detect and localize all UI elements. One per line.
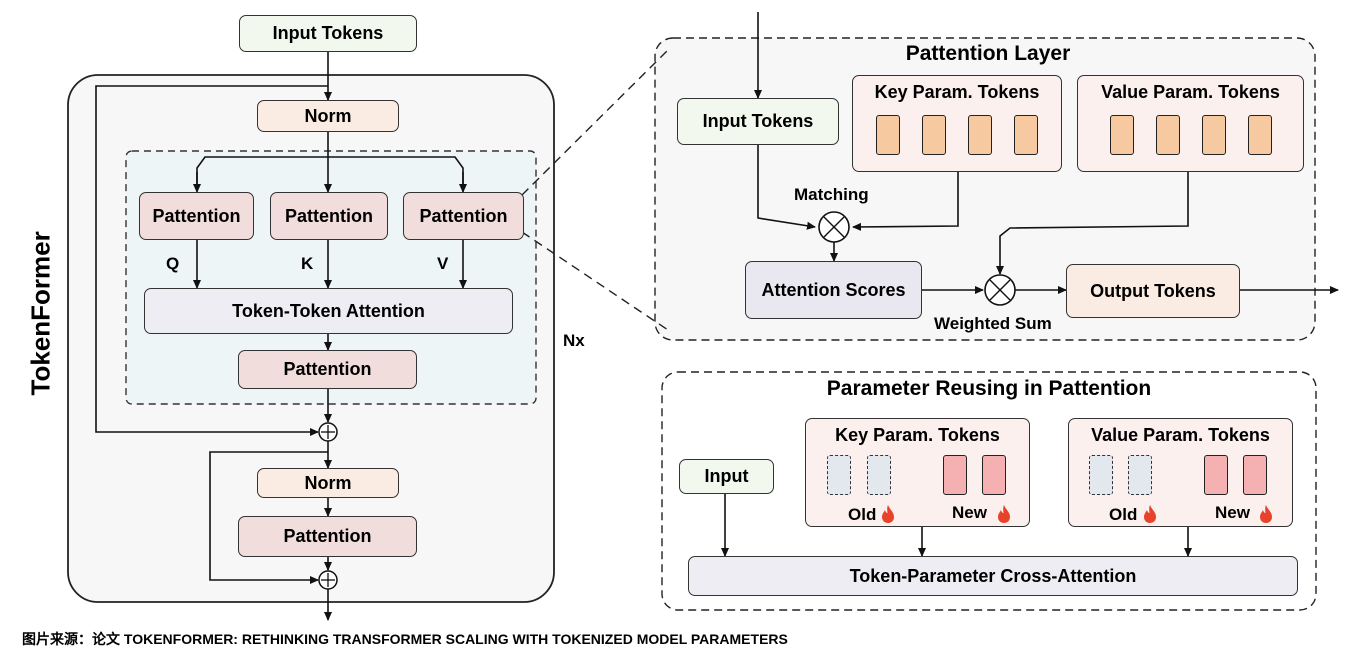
label-q: Q — [166, 254, 180, 273]
arrow-value-to-sum — [996, 172, 1189, 275]
matching-x2 — [823, 216, 845, 238]
reusing-value-param-label: Value Param. Tokens — [1091, 425, 1270, 445]
pattention-k-box: Pattention — [270, 192, 388, 240]
reusing-key-param-label: Key Param. Tokens — [835, 425, 1000, 445]
old-key-label: Old — [848, 505, 877, 524]
old-value-token-2 — [1128, 455, 1152, 495]
pattention-v-box: Pattention — [403, 192, 524, 240]
new-value-token-2 — [1243, 455, 1267, 495]
norm-box-2: Norm — [257, 468, 399, 498]
label-v: V — [437, 254, 449, 273]
fire-icon — [882, 505, 894, 523]
reusing-input-box: Input — [679, 459, 774, 494]
pattention-out-box: Pattention — [238, 350, 417, 389]
value-param-token-3 — [1202, 115, 1226, 155]
key-param-token-2 — [922, 115, 946, 155]
figure-caption: 图片来源：论文 TOKENFORMER: RETHINKING TRANSFOR… — [22, 631, 788, 647]
pattention-ffn-box: Pattention — [238, 516, 417, 557]
new-key-label: New — [952, 503, 987, 522]
weighted-sum-label: Weighted Sum — [934, 314, 1052, 333]
key-param-token-4 — [1014, 115, 1038, 155]
old-key-token-2 — [867, 455, 891, 495]
new-value-label: New — [1215, 503, 1250, 522]
fire-icon — [1260, 505, 1272, 523]
value-param-token-1 — [1110, 115, 1134, 155]
tokenformer-vertical-title: TokenFormer — [25, 231, 56, 396]
key-param-token-1 — [876, 115, 900, 155]
output-tokens-box: Output Tokens — [1066, 264, 1240, 318]
attention-scores-box: Attention Scores — [745, 261, 922, 319]
norm-box-1: Norm — [257, 100, 399, 132]
sum-x2 — [989, 279, 1011, 301]
old-key-token-1 — [827, 455, 851, 495]
token-token-attention-box: Token-Token Attention — [144, 288, 513, 334]
arrow-input-to-matching — [757, 145, 816, 230]
zoom-line-top — [521, 49, 669, 196]
repeat-label: Nx — [563, 331, 585, 350]
matching-label: Matching — [794, 185, 869, 204]
value-param-tokens-label: Value Param. Tokens — [1101, 82, 1280, 102]
label-k: K — [301, 254, 314, 273]
value-param-token-2 — [1156, 115, 1180, 155]
key-param-token-3 — [968, 115, 992, 155]
input-tokens-box: Input Tokens — [239, 15, 417, 52]
key-param-tokens-label: Key Param. Tokens — [874, 82, 1040, 102]
fire-icon — [1144, 505, 1156, 523]
value-param-token-4 — [1248, 115, 1272, 155]
parameter-reusing-title: Parameter Reusing in Pattention — [826, 377, 1152, 400]
old-value-label: Old — [1109, 505, 1138, 524]
layer-input-tokens-box: Input Tokens — [677, 98, 839, 145]
residual-1 — [95, 85, 328, 436]
split-branches — [196, 156, 464, 190]
cross-attention-box: Token-Parameter Cross-Attention — [688, 556, 1298, 596]
pattention-q-box: Pattention — [139, 192, 254, 240]
pattention-layer-title: Pattention Layer — [905, 42, 1071, 65]
fire-icon — [998, 505, 1010, 523]
new-key-token-1 — [943, 455, 967, 495]
new-value-token-1 — [1204, 455, 1228, 495]
residual-2 — [209, 451, 328, 584]
old-value-token-1 — [1089, 455, 1113, 495]
arrow-key-to-matching — [852, 172, 959, 231]
new-key-token-2 — [982, 455, 1006, 495]
